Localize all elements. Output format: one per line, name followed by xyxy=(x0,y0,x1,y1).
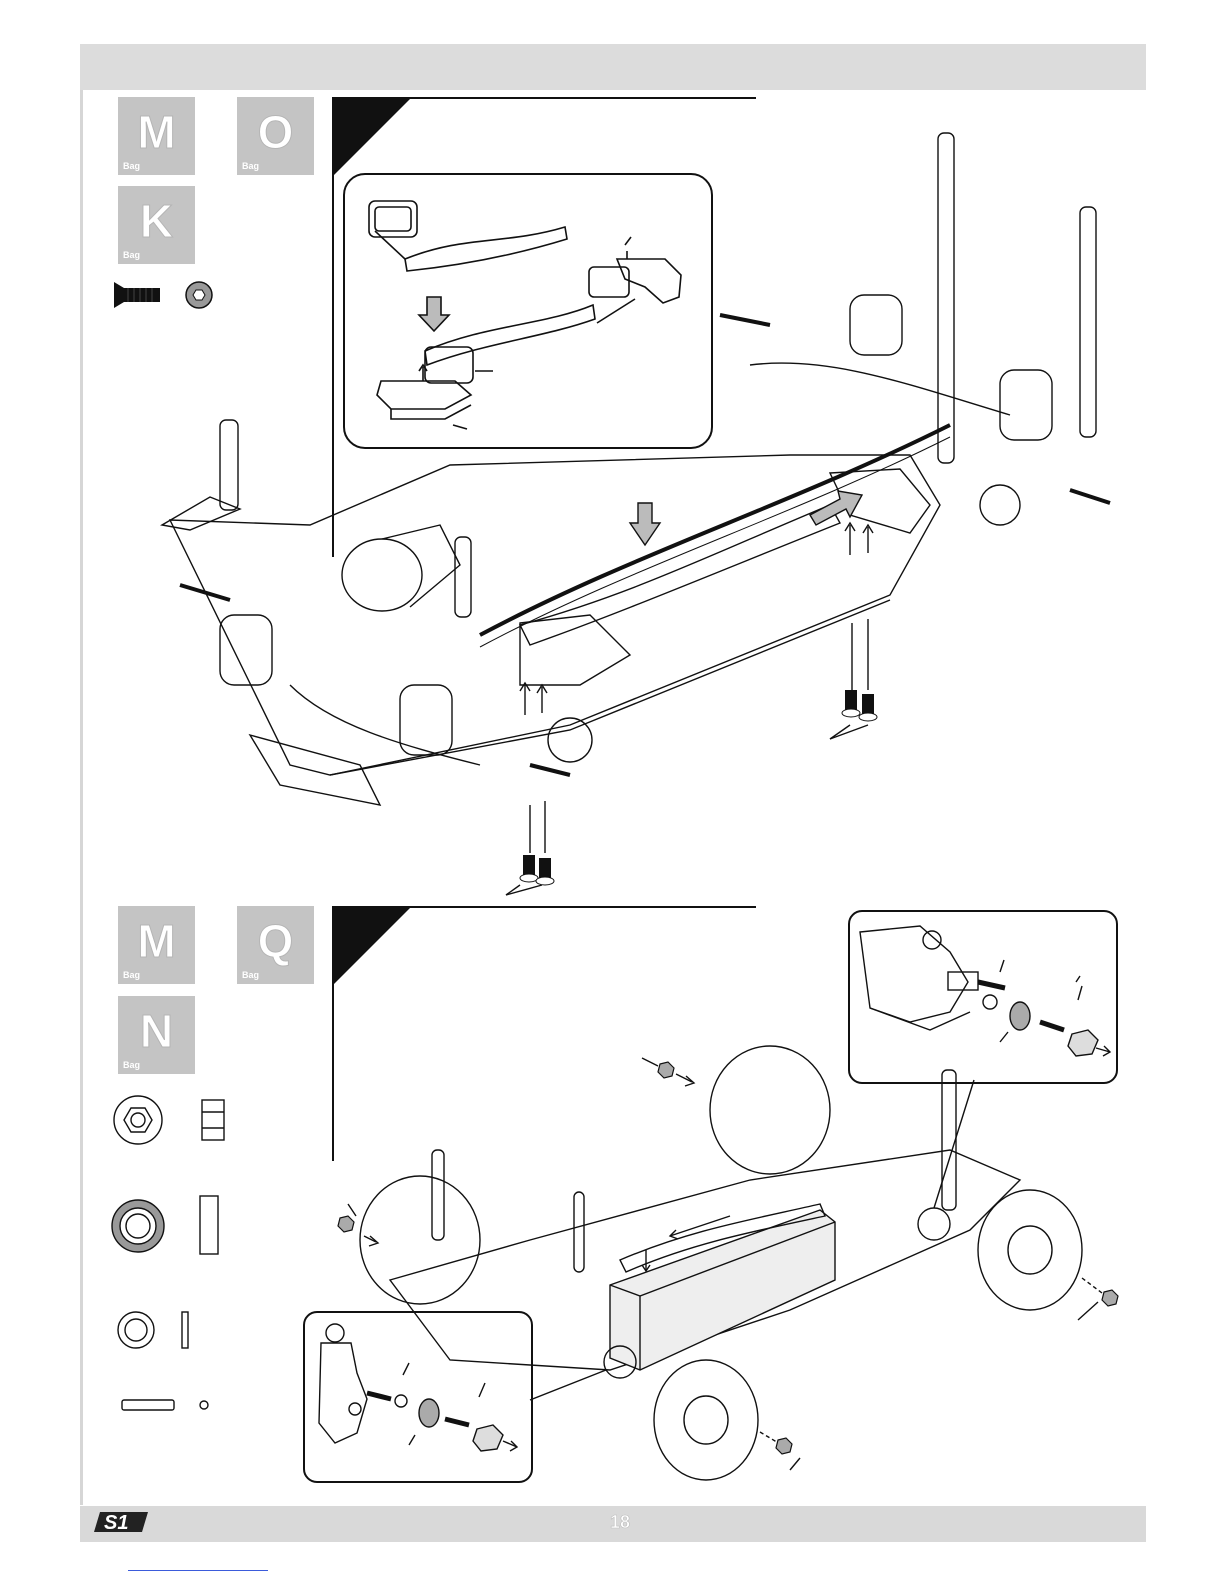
shim-icon xyxy=(118,1312,188,1348)
step2-parts xyxy=(108,1090,238,1430)
step2-rule xyxy=(332,906,756,908)
bag-word: Bag xyxy=(123,250,140,260)
ball-bearing-icon xyxy=(112,1196,218,1254)
page-number: 18 xyxy=(600,1512,640,1533)
bag-word: Bag xyxy=(123,1060,140,1070)
steel-ball-icon xyxy=(200,1401,208,1409)
bag-word: Bag xyxy=(242,970,259,980)
wheel-icon xyxy=(330,1040,1140,1500)
flange-nut-icon xyxy=(114,1096,224,1144)
bag-letter: Q xyxy=(237,916,314,966)
bag-word: Bag xyxy=(123,970,140,980)
bag-n-label: N Bag xyxy=(118,996,195,1074)
brand-logo-text: S1 xyxy=(104,1512,128,1534)
step2-marker xyxy=(332,906,414,988)
chassis-icon xyxy=(150,125,1140,900)
brand-logo: S1 xyxy=(86,1508,156,1536)
bag-m-label: M Bag xyxy=(118,906,195,984)
bag-q-label: Q Bag xyxy=(237,906,314,984)
flat-head-screw-icon xyxy=(520,690,877,885)
left-margin-rule xyxy=(80,90,83,1505)
footer-underline xyxy=(128,1570,268,1571)
bag-word: Bag xyxy=(123,161,140,171)
bag-letter: M xyxy=(118,916,195,966)
bag-letter: N xyxy=(118,1006,195,1056)
header-band xyxy=(80,44,1146,90)
step1-rule xyxy=(332,97,756,99)
pin-icon xyxy=(122,1400,174,1410)
